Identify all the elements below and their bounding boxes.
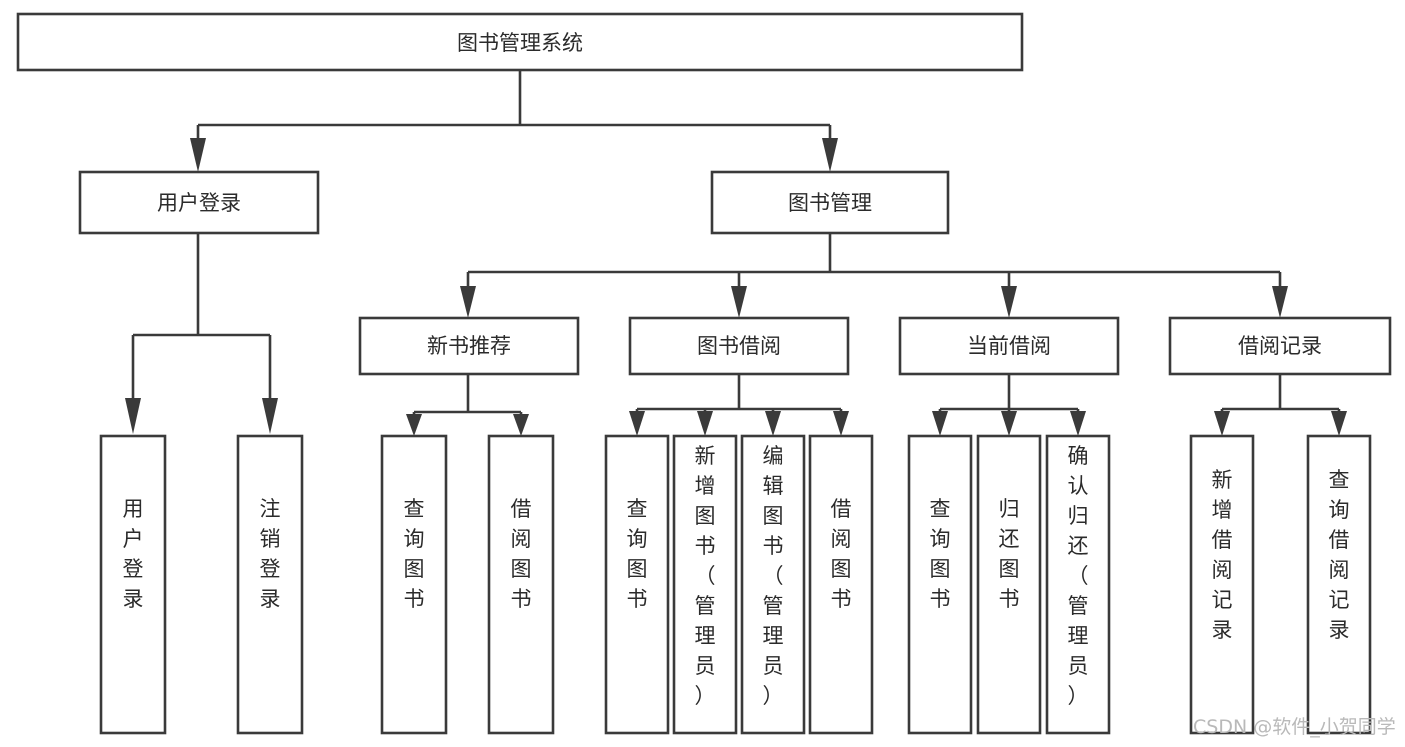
leaf-node-borrowrecord-add-record[interactable]: 新增借阅记录 <box>1189 434 1255 735</box>
arrow-head-current-borrow <box>1001 286 1017 318</box>
leaf-node-borrowrecord-query-record-label: 查询借阅记录 <box>1329 468 1350 642</box>
arrow-head-currentborrow-query <box>932 411 948 436</box>
leaf-node-currentborrow-query-book-label: 查询图书 <box>930 497 951 611</box>
leaf-node-newbook-query-book-label: 查询图书 <box>404 497 425 611</box>
node-new-book-recommend-box[interactable] <box>358 316 580 376</box>
leaf-node-bookborrow-add-book[interactable]: 新增图书（管理员） <box>672 434 738 735</box>
connector-group-new-book-recommend <box>406 374 529 436</box>
leaf-node-user-login-login-label: 用户登录 <box>123 497 144 611</box>
leaf-node-user-logout-box[interactable] <box>236 434 304 735</box>
leaf-node-currentborrow-confirm-return-label: 确认归还（管理员） <box>1068 444 1089 708</box>
arrow-head-currentborrow-confirm <box>1070 411 1086 436</box>
leaf-node-bookborrow-borrow-book-box[interactable] <box>808 434 874 735</box>
arrow-head-new-book <box>460 286 476 318</box>
leaf-node-bookborrow-borrow-book[interactable]: 借阅图书 <box>808 434 874 735</box>
leaf-node-bookborrow-add-book-box[interactable] <box>672 434 738 735</box>
leaf-node-currentborrow-return-book[interactable]: 归还图书 <box>976 434 1042 735</box>
node-new-book-recommend[interactable]: 新书推荐 <box>358 316 580 376</box>
node-root-system-label: 图书管理系统 <box>457 31 583 55</box>
connector-group-user-login <box>125 233 278 434</box>
node-borrow-record[interactable]: 借阅记录 <box>1168 316 1392 376</box>
node-user-login-label: 用户登录 <box>157 191 241 215</box>
node-new-book-recommend-label: 新书推荐 <box>427 334 511 358</box>
connector-group-borrow-record <box>1214 374 1347 436</box>
leaf-node-user-login-login[interactable]: 用户登录 <box>99 434 167 735</box>
node-root-system-box[interactable] <box>16 12 1024 72</box>
connector-group-root <box>190 70 838 172</box>
node-current-borrow-box[interactable] <box>898 316 1120 376</box>
arrow-head-borrow-record <box>1272 286 1288 318</box>
leaf-node-currentborrow-query-book-box[interactable] <box>907 434 973 735</box>
node-book-manage-label: 图书管理 <box>788 191 872 215</box>
leaf-node-bookborrow-edit-book-label: 编辑图书（管理员） <box>763 444 784 708</box>
arrow-head-newbook-borrow <box>513 414 529 436</box>
node-root-system[interactable]: 图书管理系统 <box>16 12 1024 72</box>
node-current-borrow-label: 当前借阅 <box>967 334 1051 358</box>
leaf-node-bookborrow-borrow-book-label: 借阅图书 <box>831 497 852 611</box>
leaf-node-currentborrow-confirm-return-box[interactable] <box>1045 434 1111 735</box>
arrow-head-bookborrow-query <box>629 411 645 436</box>
leaf-node-newbook-borrow-book-box[interactable] <box>487 434 555 735</box>
node-user-login[interactable]: 用户登录 <box>78 170 320 235</box>
arrow-head-bookborrow-add <box>697 411 713 436</box>
arrow-head-book-borrow <box>731 286 747 318</box>
node-borrow-record-label: 借阅记录 <box>1238 334 1322 358</box>
node-borrow-record-box[interactable] <box>1168 316 1392 376</box>
leaf-node-user-logout[interactable]: 注销登录 <box>236 434 304 735</box>
leaf-node-bookborrow-add-book-label: 新增图书（管理员） <box>695 444 716 708</box>
arrow-head-leaf-user-login <box>125 398 141 434</box>
leaf-node-currentborrow-return-book-label: 归还图书 <box>999 497 1020 611</box>
connector-group-book-borrow <box>629 374 849 436</box>
arrow-head-bookborrow-edit <box>765 411 781 436</box>
leaf-node-bookborrow-edit-book-box[interactable] <box>740 434 806 735</box>
leaf-node-user-login-login-box[interactable] <box>99 434 167 735</box>
leaf-node-bookborrow-query-book[interactable]: 查询图书 <box>604 434 670 735</box>
leaf-node-newbook-borrow-book-label: 借阅图书 <box>511 497 532 611</box>
arrow-head-borrowrecord-add <box>1214 411 1230 436</box>
leaf-node-bookborrow-edit-book[interactable]: 编辑图书（管理员） <box>740 434 806 735</box>
arrow-head-bookborrow-borrow <box>833 411 849 436</box>
arrow-head-currentborrow-return <box>1001 411 1017 436</box>
leaf-node-bookborrow-query-book-box[interactable] <box>604 434 670 735</box>
arrow-head-newbook-query <box>406 414 422 436</box>
node-book-borrow[interactable]: 图书借阅 <box>628 316 850 376</box>
connector-group-book-manage <box>460 233 1288 318</box>
leaf-node-borrowrecord-add-record-box[interactable] <box>1189 434 1255 735</box>
leaf-node-newbook-borrow-book[interactable]: 借阅图书 <box>487 434 555 735</box>
csdn-watermark: CSDN @软件_小贺同学 <box>1193 716 1396 738</box>
leaf-node-user-logout-label: 注销登录 <box>260 497 281 611</box>
arrow-head-borrowrecord-query <box>1331 411 1347 436</box>
node-book-borrow-box[interactable] <box>628 316 850 376</box>
arrow-head-leaf-logout <box>262 398 278 434</box>
arrow-head-user-login <box>190 138 206 172</box>
node-book-borrow-label: 图书借阅 <box>697 334 781 358</box>
leaf-node-borrowrecord-query-record-box[interactable] <box>1306 434 1372 735</box>
leaf-node-borrowrecord-add-record-label: 新增借阅记录 <box>1212 468 1233 642</box>
leaf-node-newbook-query-book-box[interactable] <box>380 434 448 735</box>
node-user-login-box[interactable] <box>78 170 320 235</box>
leaf-node-bookborrow-query-book-label: 查询图书 <box>627 497 648 611</box>
node-book-manage-box[interactable] <box>710 170 950 235</box>
node-book-manage[interactable]: 图书管理 <box>710 170 950 235</box>
leaf-node-currentborrow-confirm-return[interactable]: 确认归还（管理员） <box>1045 434 1111 735</box>
connector-group-current-borrow <box>932 374 1086 436</box>
leaf-node-borrowrecord-query-record[interactable]: 查询借阅记录 <box>1306 434 1372 735</box>
leaf-node-newbook-query-book[interactable]: 查询图书 <box>380 434 448 735</box>
leaf-node-currentborrow-query-book[interactable]: 查询图书 <box>907 434 973 735</box>
arrow-head-book-manage <box>822 138 838 172</box>
leaf-node-currentborrow-return-book-box[interactable] <box>976 434 1042 735</box>
node-current-borrow[interactable]: 当前借阅 <box>898 316 1120 376</box>
